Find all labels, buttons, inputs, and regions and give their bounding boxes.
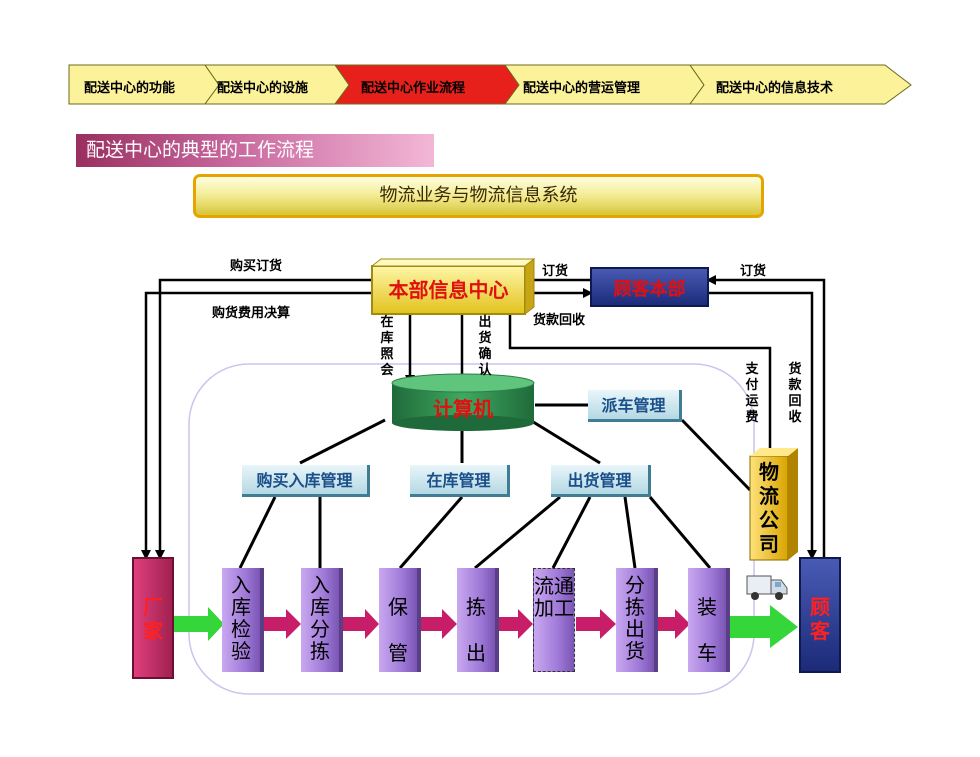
nav-bar (68, 64, 912, 105)
step-inbound-sorting: 入库分拣 (301, 568, 343, 672)
logistics-co-label: 物流公司 (759, 460, 779, 556)
computer-label: 计算机 (433, 397, 493, 421)
factory-box (132, 557, 174, 679)
shipping-mgmt: 出货管理 (551, 465, 651, 497)
step-storage: 保管 (379, 568, 421, 672)
dispatch-mgmt: 派车管理 (588, 390, 682, 422)
customer-hq-label: 顾客本部 (613, 279, 686, 300)
nav-label-functions[interactable]: 配送中心的功能 (84, 81, 176, 96)
arrow-to-customer (729, 605, 798, 648)
arrow-factory-to-inspect (174, 607, 224, 641)
arrow-step-1 (264, 609, 301, 639)
label-order-2: 订货 (740, 264, 767, 279)
stock-mgmt: 在库管理 (410, 465, 510, 497)
arrow-lines (141, 275, 826, 560)
arrow-step-4 (498, 609, 533, 639)
customer-label: 顾客 (810, 595, 830, 643)
hq-info-label: 本部信息中心 (388, 278, 509, 302)
nav-label-workflow[interactable]: 配送中心作业流程 (361, 81, 466, 96)
label-payment-recovery: 货款回收 (533, 313, 586, 328)
arrow-step-2 (343, 609, 379, 639)
nav-label-operations[interactable]: 配送中心的营运管理 (523, 81, 641, 96)
arrow-step-6 (656, 609, 690, 639)
label-order-1: 订货 (542, 264, 569, 279)
connector-lines (238, 403, 752, 570)
step-picking: 拣出 (457, 568, 499, 672)
arrow-step-5 (576, 609, 616, 639)
section-title: 配送中心的典型的工作流程 (76, 134, 434, 167)
tab-info-tech[interactable] (689, 64, 912, 105)
computer-cylinder (391, 373, 535, 431)
logistics-co-box (749, 455, 789, 561)
label-payment-recovery-v: 货款回收 (788, 362, 802, 425)
step-loading: 装车 (688, 568, 730, 672)
banner-title: 物流业务与物流信息系统 (193, 174, 764, 218)
customer-hq-box (590, 267, 709, 307)
label-purchase-order: 购买订货 (230, 259, 283, 274)
label-pay-freight: 支付运费 (745, 362, 759, 425)
arrow-step-3 (420, 609, 457, 639)
label-ship-confirm: 出货确认 (478, 315, 492, 378)
step-inbound-inspection: 入库检验 (222, 568, 264, 672)
step-processing: 流通加工 (533, 568, 575, 672)
label-stock-query: 在库照会 (380, 315, 394, 378)
factory-label: 厂家 (143, 595, 163, 643)
purchase-mgmt: 购买入库管理 (242, 465, 370, 497)
step-sort-ship: 分拣出货 (616, 568, 658, 672)
truck-icon (746, 575, 788, 600)
nav-label-facilities[interactable]: 配送中心的设施 (217, 81, 309, 96)
nav-label-info-tech[interactable]: 配送中心的信息技术 (716, 81, 834, 96)
flow-arrows (174, 605, 798, 648)
customer-box (799, 557, 841, 673)
label-purchase-settle: 购货费用决算 (212, 306, 291, 321)
